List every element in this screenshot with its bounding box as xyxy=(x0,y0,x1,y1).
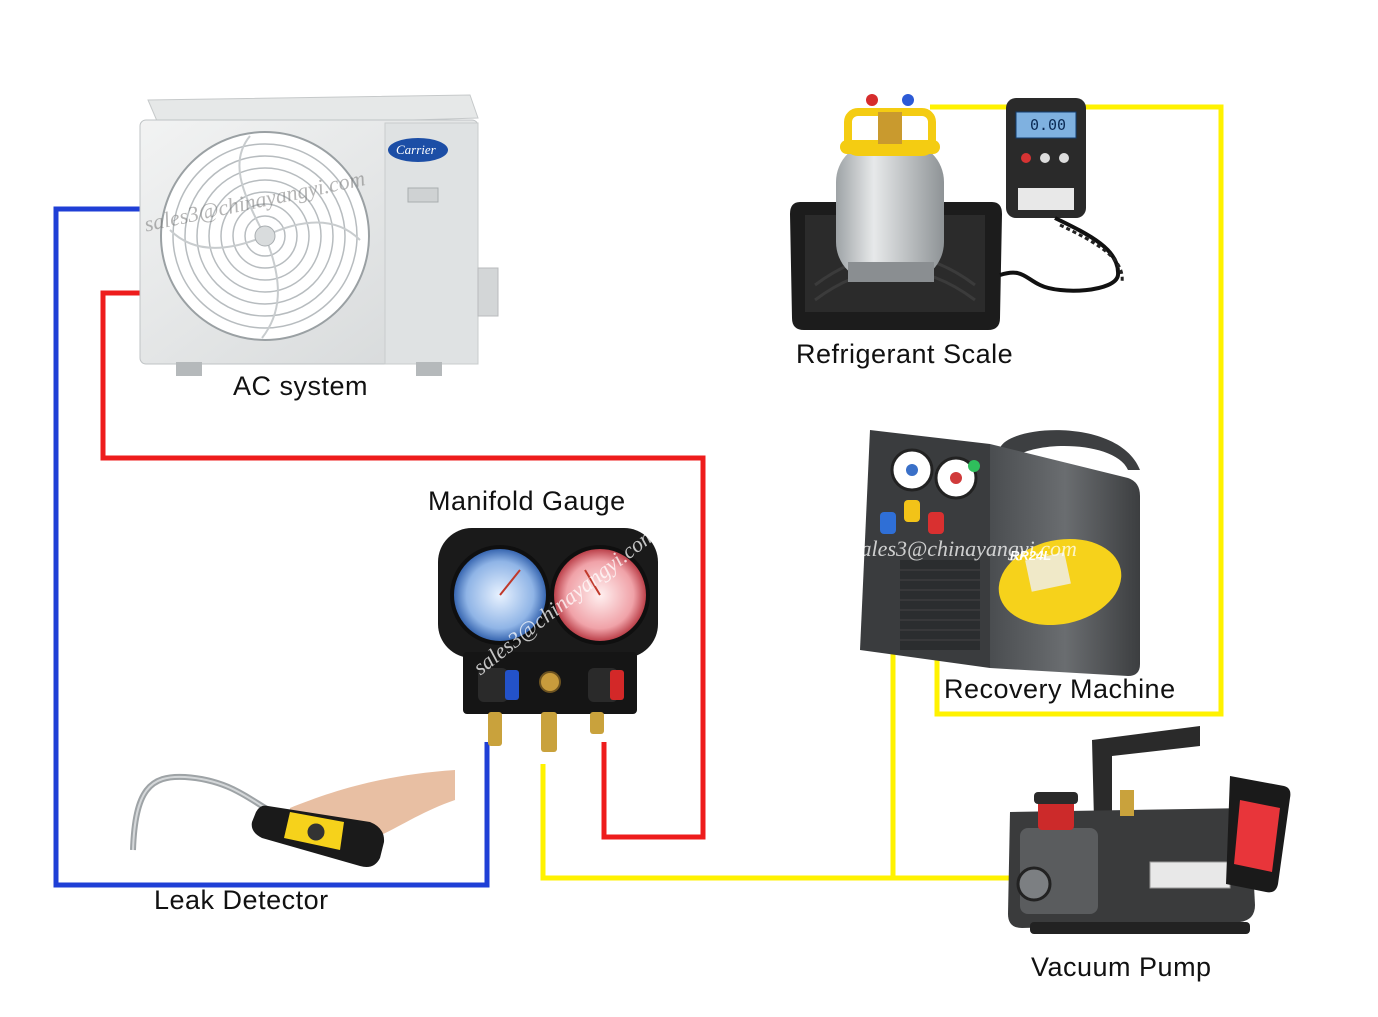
ac-system-label: AC system xyxy=(233,371,369,401)
recovery-machine-label: Recovery Machine xyxy=(944,674,1176,704)
low-side-valve-knob xyxy=(505,670,519,700)
scale-display-readout: 0.00 xyxy=(1029,116,1067,134)
leak-detector xyxy=(130,770,455,867)
high-side-hose xyxy=(100,290,706,840)
fan-grille-icon xyxy=(160,131,370,341)
manifold-gauge xyxy=(438,528,658,752)
high-side-valve-knob xyxy=(610,670,624,700)
charge-hose-manifold-to-pump xyxy=(540,764,1010,881)
leak-detector-label: Leak Detector xyxy=(154,885,329,915)
vacuum-pump-label: Vacuum Pump xyxy=(1031,952,1212,982)
refrigerant-scale xyxy=(790,94,1124,330)
low-side-hose xyxy=(53,206,490,888)
ac-outdoor-unit xyxy=(139,94,499,376)
vacuum-pump xyxy=(1008,726,1291,934)
carrier-logo-icon xyxy=(388,138,448,162)
carrier-brand-text: Carrier xyxy=(396,142,436,157)
recovery-model-text: RR24L xyxy=(1010,548,1052,563)
refrigerant-scale-label: Refrigerant Scale xyxy=(796,339,1014,369)
manifold-gauge-label: Manifold Gauge xyxy=(428,486,626,516)
connection-lines xyxy=(53,104,1224,888)
recovery-machine xyxy=(860,430,1140,676)
charge-hose-recovery-out xyxy=(930,104,1224,717)
